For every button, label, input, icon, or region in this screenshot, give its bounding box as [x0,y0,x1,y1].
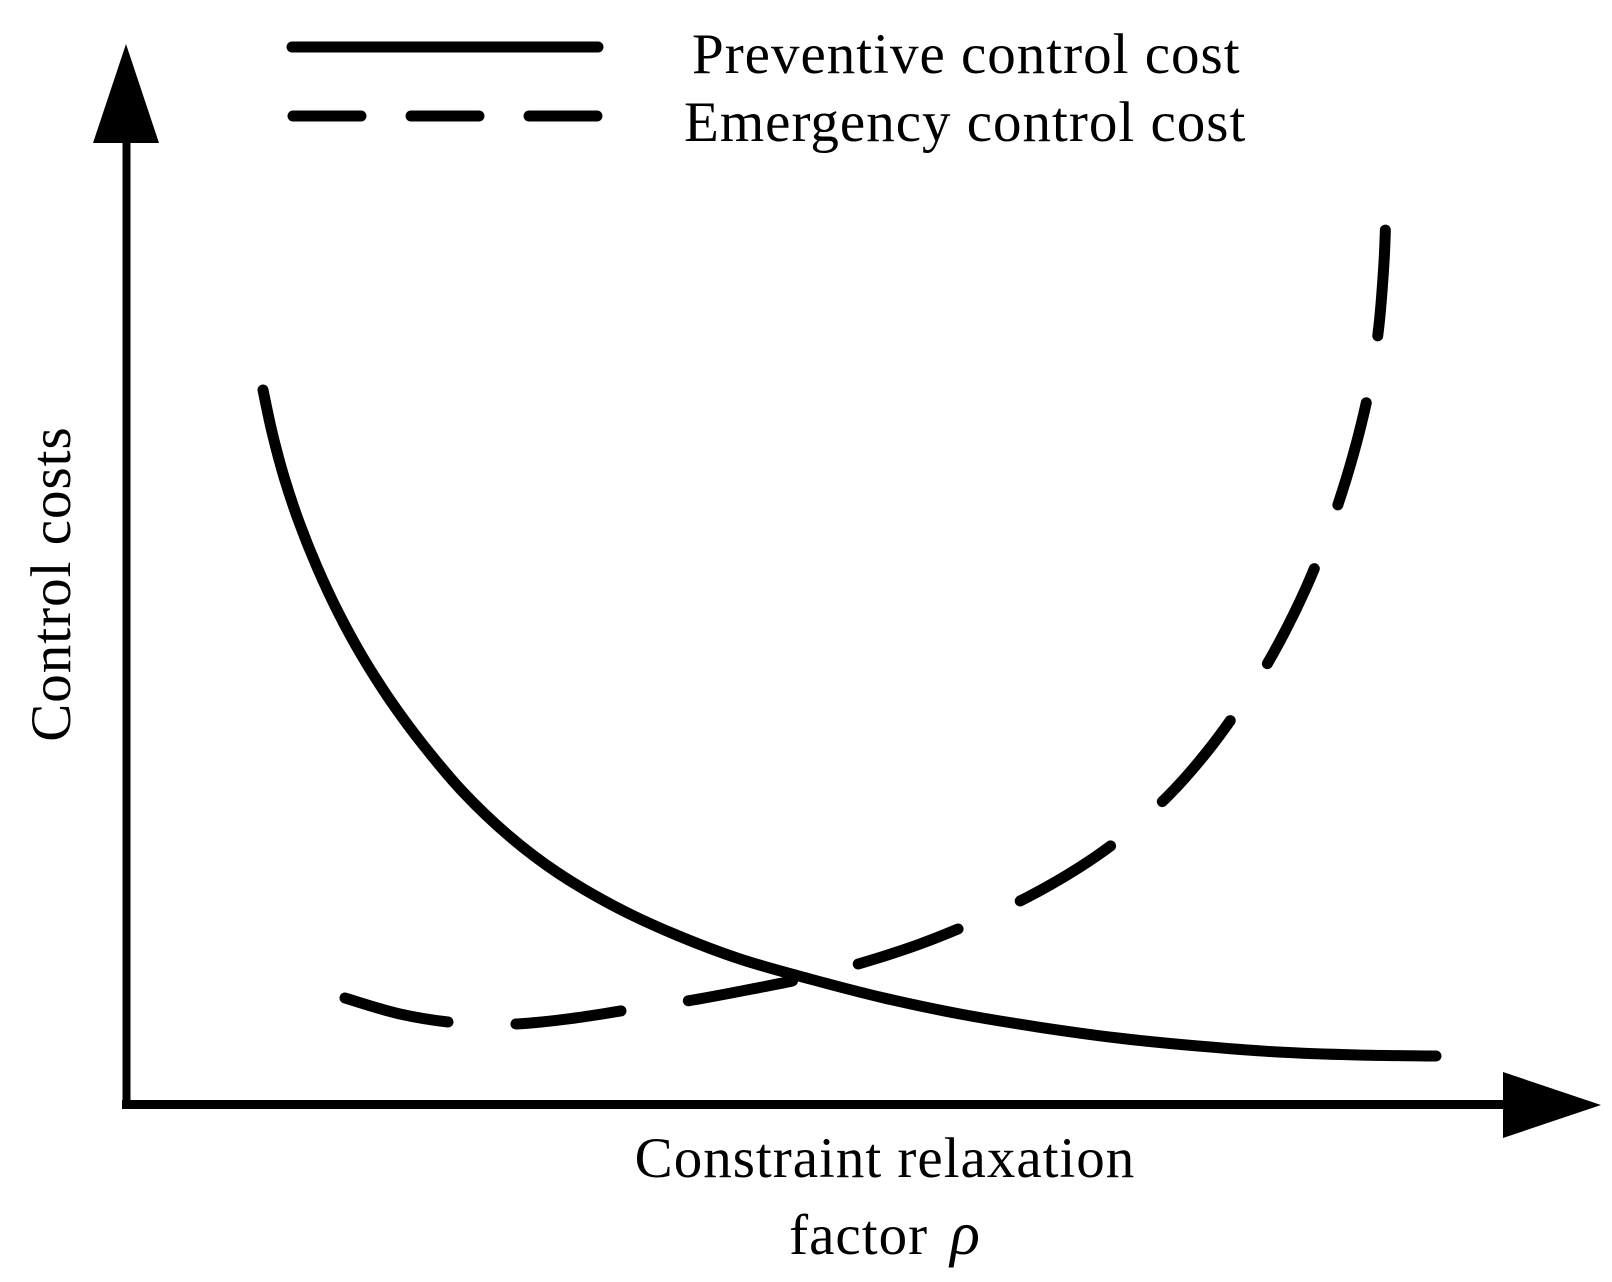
x-axis-arrow-icon [1503,1072,1601,1138]
legend: Preventive control cost Emergency contro… [286,23,1246,154]
axis-labels-group: Control costs Constraint relaxation fact… [20,426,1136,1268]
x-axis-label-line1: Constraint relaxation [635,1127,1136,1190]
y-axis-label: Control costs [20,426,83,741]
x-axis-label-factor-word: factor [789,1204,928,1267]
preventive-control-cost-curve [257,384,1442,1062]
axes-group [93,44,1601,1138]
emergency-control-cost-curve [339,202,1392,1030]
curves-group [257,202,1442,1062]
legend-label-preventive: Preventive control cost [692,23,1241,86]
legend-label-emergency: Emergency control cost [684,91,1246,154]
y-axis-arrow-icon [93,44,159,143]
rho-symbol: ρ [948,1200,981,1268]
